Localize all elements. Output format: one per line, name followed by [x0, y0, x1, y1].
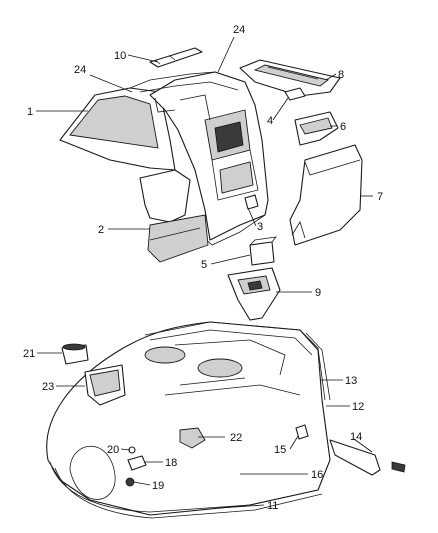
bracket-14 [329, 439, 406, 476]
callout-5: 5 [201, 259, 207, 271]
callout-6: 6 [340, 121, 346, 133]
upper-console-housing [59, 71, 269, 246]
callout-labels: 1 2 3 4 5 6 7 8 9 10 11 12 13 14 15 16 1… [23, 24, 383, 512]
callout-3: 3 [257, 221, 263, 233]
callout-13: 13 [345, 375, 357, 387]
callout-16: 16 [311, 469, 323, 481]
callout-1: 1 [27, 106, 33, 118]
lid-hinge [284, 87, 306, 101]
side-rail [299, 329, 331, 401]
storage-bin [227, 267, 281, 321]
callout-19: 19 [152, 480, 164, 492]
armrest-lid [239, 59, 341, 97]
plug-22 [179, 427, 206, 449]
callout-22: 22 [230, 432, 242, 444]
callout-15: 15 [274, 444, 286, 456]
callout-8: 8 [338, 69, 344, 81]
callout-11: 11 [267, 500, 278, 512]
cup-insert [249, 236, 277, 266]
lower-bracket [139, 169, 209, 263]
callout-18: 18 [165, 457, 177, 469]
clip-3 [244, 194, 259, 210]
callout-24-left: 24 [74, 64, 86, 76]
clip-15 [295, 424, 309, 440]
callout-10: 10 [114, 50, 126, 62]
callout-9: 9 [315, 287, 321, 299]
leader-lines [36, 36, 373, 509]
side-panel [289, 144, 363, 246]
front-pocket [84, 364, 126, 406]
top-trim-strip [149, 47, 203, 68]
callout-12: 12 [352, 401, 364, 413]
callout-23: 23 [42, 381, 54, 393]
callout-14: 14 [350, 431, 362, 443]
small-tray [294, 111, 339, 146]
callout-21: 21 [23, 348, 35, 360]
callout-24-top: 24 [233, 24, 245, 36]
callout-20: 20 [107, 444, 119, 456]
lower-console-base [46, 321, 331, 519]
callout-2: 2 [98, 224, 104, 236]
small-cup-21 [61, 343, 89, 365]
callout-7: 7 [377, 191, 383, 203]
callout-4: 4 [267, 115, 273, 127]
